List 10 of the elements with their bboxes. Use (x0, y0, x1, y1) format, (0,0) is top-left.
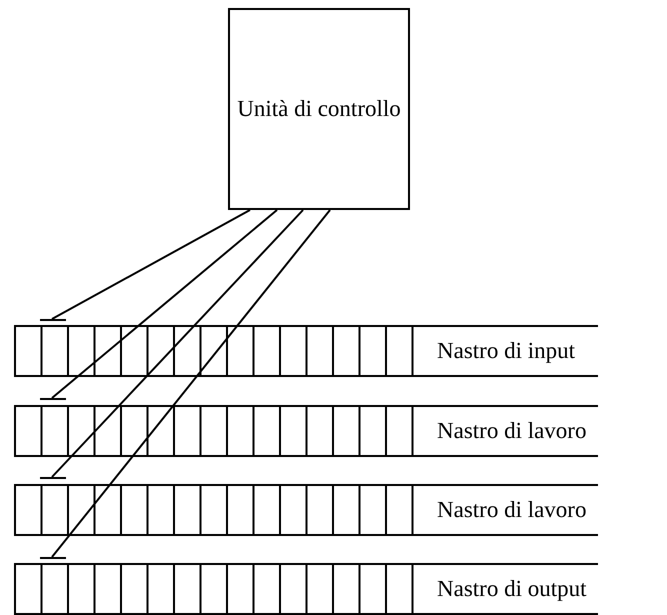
unit-label: Unità di controllo (237, 96, 401, 122)
tape-label: Nastro di lavoro (437, 418, 586, 444)
tape-label: Nastro di lavoro (437, 497, 586, 523)
tape-label: Nastro di input (437, 338, 575, 364)
head-connector (52, 209, 250, 320)
head-connector (51, 209, 331, 558)
control-unit-box (228, 8, 410, 210)
head-connector (51, 209, 278, 399)
tape-label: Nastro di output (437, 576, 586, 602)
head-connector (51, 209, 304, 478)
